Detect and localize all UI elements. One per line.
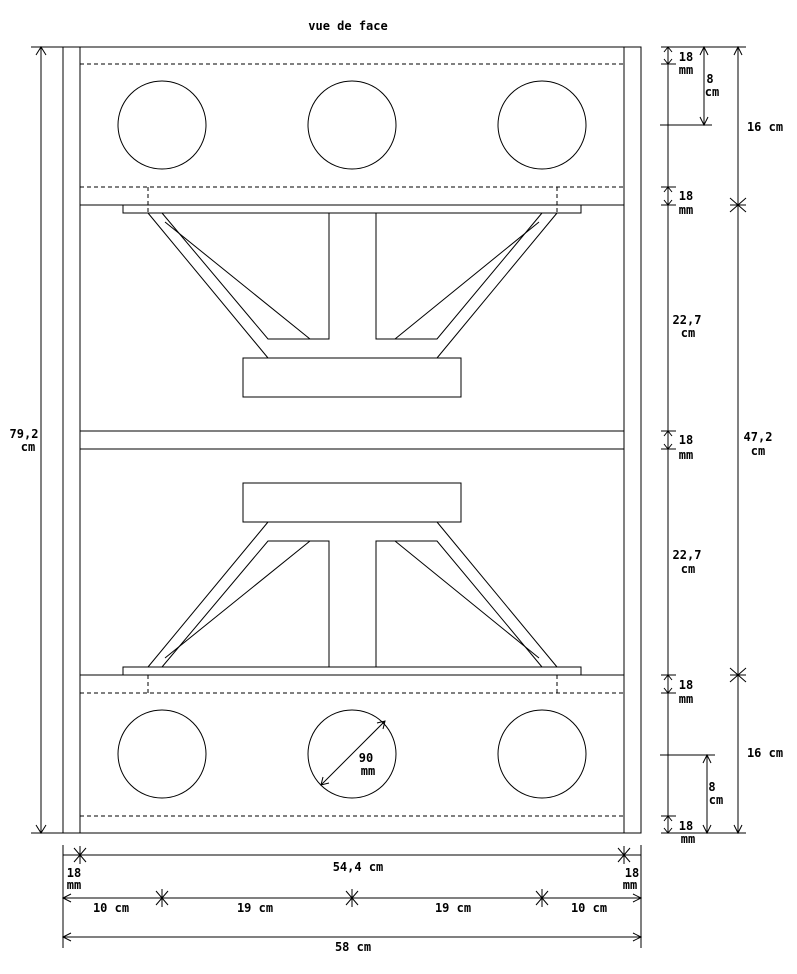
dim-chain-right-outer: 16 cm 47,2 cm 16 cm — [676, 45, 783, 835]
dim-hole-spacing: 10 cm 19 cm 19 cm 10 cm — [61, 889, 643, 915]
bottom-speaker-driver — [122, 482, 582, 676]
dim-port-depth-bottom-unit: cm — [709, 793, 723, 807]
dim-panel-2-unit: mm — [679, 203, 693, 217]
dim-hole-to-hole-right: 19 cm — [435, 901, 471, 915]
dim-edge-to-hole-right: 10 cm — [571, 901, 607, 915]
magnet — [242, 357, 462, 398]
dim-panel-3-value: 18 — [679, 433, 693, 447]
dim-width-inner: 54,4 cm 18 mm 18 mm — [62, 845, 642, 948]
view-title: vue de face — [308, 19, 387, 33]
dim-panel-bottom-value: 18 — [679, 819, 693, 833]
dim-total-width: 58 cm — [61, 932, 643, 954]
dim-total-width-value: 58 cm — [335, 940, 371, 954]
dim-port-depth-bottom-value: 8 — [708, 780, 715, 794]
dim-panel-2-value: 18 — [679, 189, 693, 203]
dim-chain-right-inner: 18 mm 18 mm 22,7 cm 18 mm 22,7 cm 18 mm … — [661, 46, 702, 846]
bottom-chamber: 90 mm — [80, 674, 624, 817]
dim-edge-to-hole-left: 10 cm — [93, 901, 129, 915]
dim-inner-width: 54,4 cm — [333, 860, 384, 874]
port-hole — [117, 709, 207, 799]
dim-top-chamber-height: 16 cm — [747, 120, 783, 134]
dim-right-panel-unit: mm — [623, 878, 637, 892]
port-hole — [117, 80, 207, 170]
dim-port-depth-top-unit: cm — [705, 85, 719, 99]
dim-chamber-bottom-unit: cm — [681, 562, 695, 576]
dim-bottom-chamber-height: 16 cm — [747, 746, 783, 760]
top-speaker-driver — [122, 204, 582, 398]
dim-panel-4-value: 18 — [679, 678, 693, 692]
dim-hole-to-hole-left: 19 cm — [237, 901, 273, 915]
magnet — [242, 482, 462, 523]
dim-right-panel-value: 18 — [625, 866, 639, 880]
dim-total-height-value: 79,2 — [10, 427, 39, 441]
dim-port-depth-top-value: 8 — [706, 72, 713, 86]
top-chamber — [80, 63, 624, 212]
dim-panel-3-unit: mm — [679, 448, 693, 462]
hole-diameter-value: 90 — [359, 751, 373, 765]
dim-chamber-bottom-value: 22,7 — [673, 548, 702, 562]
dim-panel-top-unit: mm — [679, 63, 693, 77]
dim-panel-top-value: 18 — [679, 50, 693, 64]
middle-shelf — [80, 430, 624, 450]
dim-panel-bottom-unit: mm — [681, 832, 695, 846]
dim-total-height: 79,2 cm — [10, 46, 63, 834]
dim-chamber-top-unit: cm — [681, 326, 695, 340]
port-hole — [497, 709, 587, 799]
dim-total-height-unit: cm — [21, 440, 35, 454]
dim-speaker-section-unit: cm — [751, 444, 765, 458]
port-hole — [307, 80, 397, 170]
dim-panel-4-unit: mm — [679, 692, 693, 706]
dim-left-panel-value: 18 — [67, 866, 81, 880]
dim-chamber-top-value: 22,7 — [673, 313, 702, 327]
port-hole — [497, 80, 587, 170]
dim-speaker-section-value: 47,2 — [744, 430, 773, 444]
cabinet-outline — [62, 46, 642, 834]
dim-left-panel-unit: mm — [67, 878, 81, 892]
hole-diameter-unit: mm — [361, 764, 375, 778]
